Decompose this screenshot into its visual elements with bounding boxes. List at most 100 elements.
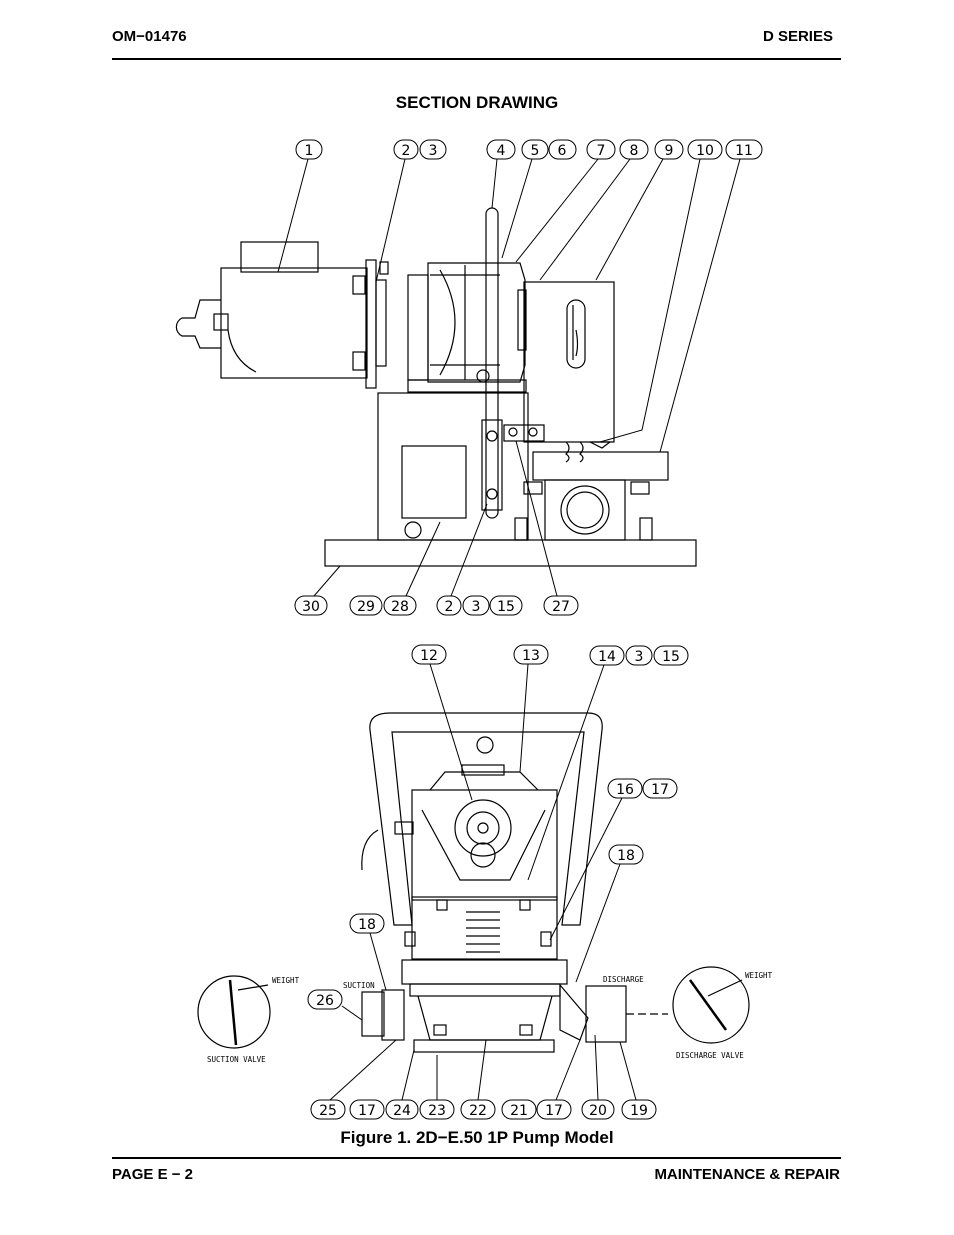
svg-text:15: 15 [662, 649, 680, 665]
callout-5: 5 [501, 139, 549, 259]
chapter-name: MAINTENANCE & REPAIR [654, 1166, 840, 1183]
section-title: SECTION DRAWING [395, 93, 559, 112]
svg-text:30: 30 [302, 599, 320, 615]
svg-text:17: 17 [651, 782, 669, 798]
svg-text:12: 12 [420, 648, 438, 664]
callout-15b: 15 [653, 645, 689, 666]
svg-text:6: 6 [558, 143, 567, 159]
svg-text:27: 27 [552, 599, 570, 615]
svg-text:9: 9 [665, 143, 674, 159]
callout-21: 21 [501, 1099, 537, 1120]
callout-3c: 3 [625, 645, 653, 666]
callout-10: 10 [599, 139, 723, 443]
lifting-frame [369, 712, 603, 926]
callout-18-left: 18 [349, 913, 387, 991]
svg-text:2: 2 [445, 599, 454, 615]
callout-11: 11 [659, 139, 763, 453]
frame-handle [481, 207, 503, 519]
header-rule [112, 58, 841, 60]
callout-1: 1 [277, 139, 323, 273]
callout-4: 4 [486, 139, 516, 209]
svg-text:7: 7 [597, 143, 606, 159]
svg-text:4: 4 [497, 143, 506, 159]
callout-17b: 17 [349, 1099, 385, 1120]
svg-text:13: 13 [522, 648, 540, 664]
gearbox [407, 262, 527, 393]
svg-text:3: 3 [472, 599, 481, 615]
callout-19: 19 [619, 1041, 657, 1120]
discharge-label: DISCHARGE [603, 975, 644, 984]
callout-26: 26 [307, 989, 363, 1021]
figure-caption: Figure 1. 2D−E.50 1P Pump Model [340, 1128, 614, 1147]
series-name: D SERIES [762, 28, 833, 45]
suction-valve-detail [197, 975, 271, 1049]
svg-text:23: 23 [428, 1103, 446, 1119]
svg-text:21: 21 [510, 1103, 528, 1119]
svg-text:1: 1 [305, 143, 314, 159]
weight-label-left: WEIGHT [272, 976, 300, 985]
svg-text:15: 15 [497, 599, 515, 615]
spring-and-housing [401, 896, 568, 985]
callout-6: 6 [548, 139, 577, 160]
callout-22: 22 [460, 1039, 496, 1120]
callout-23: 23 [419, 1055, 455, 1120]
suction-valve-label: SUCTION VALVE [207, 1055, 266, 1064]
callout-2b: 2 [436, 503, 488, 616]
svg-text:3: 3 [429, 143, 438, 159]
callout-7: 7 [515, 139, 616, 263]
callout-9: 9 [595, 139, 684, 281]
svg-text:18: 18 [358, 917, 376, 933]
svg-text:19: 19 [630, 1103, 648, 1119]
callout-13: 13 [513, 644, 549, 773]
svg-text:2: 2 [402, 143, 411, 159]
callout-28: 28 [383, 521, 441, 616]
svg-text:11: 11 [735, 143, 753, 159]
callout-14: 14 [527, 645, 625, 881]
callout-18-right: 18 [575, 844, 644, 983]
discharge-valve-label: DISCHARGE VALVE [676, 1051, 744, 1060]
pump-body [514, 451, 669, 541]
callout-15: 15 [489, 595, 523, 616]
svg-text:8: 8 [630, 143, 639, 159]
svg-text:10: 10 [696, 143, 714, 159]
svg-text:24: 24 [393, 1103, 411, 1119]
callout-2: 2 [375, 139, 419, 283]
discharge-valve-detail [672, 966, 750, 1044]
page-number: PAGE E − 2 [112, 1166, 194, 1183]
callout-29: 29 [349, 595, 383, 616]
callout-3: 3 [419, 139, 447, 160]
callout-12: 12 [411, 644, 473, 801]
callout-24: 24 [385, 1049, 419, 1120]
callout-27: 27 [515, 440, 579, 616]
svg-text:16: 16 [616, 782, 634, 798]
callout-3b: 3 [462, 595, 490, 616]
svg-text:20: 20 [589, 1103, 607, 1119]
svg-text:3: 3 [635, 649, 644, 665]
svg-text:26: 26 [316, 993, 334, 1009]
svg-text:18: 18 [617, 848, 635, 864]
document-id: OM−01476 [112, 28, 187, 45]
svg-text:14: 14 [598, 649, 616, 665]
svg-text:28: 28 [391, 599, 409, 615]
callout-20: 20 [581, 1034, 615, 1120]
engine-end-view [361, 736, 558, 901]
callout-17a: 17 [642, 778, 678, 799]
callout-8: 8 [539, 139, 649, 281]
svg-text:17: 17 [545, 1103, 563, 1119]
motor-assembly [175, 241, 389, 389]
footer-rule [112, 1157, 841, 1159]
callout-25: 25 [310, 1039, 397, 1120]
pump-lower-body [361, 983, 668, 1053]
svg-text:25: 25 [319, 1103, 337, 1119]
svg-text:22: 22 [469, 1103, 487, 1119]
svg-text:17: 17 [358, 1103, 376, 1119]
engine-base [324, 392, 697, 567]
weight-label-right: WEIGHT [745, 971, 773, 980]
suction-label: SUCTION [343, 981, 375, 990]
callout-30: 30 [294, 565, 341, 616]
callout-17c: 17 [536, 1039, 581, 1120]
svg-text:5: 5 [531, 143, 540, 159]
callout-16: 16 [549, 778, 643, 941]
pump-housing [523, 281, 615, 463]
